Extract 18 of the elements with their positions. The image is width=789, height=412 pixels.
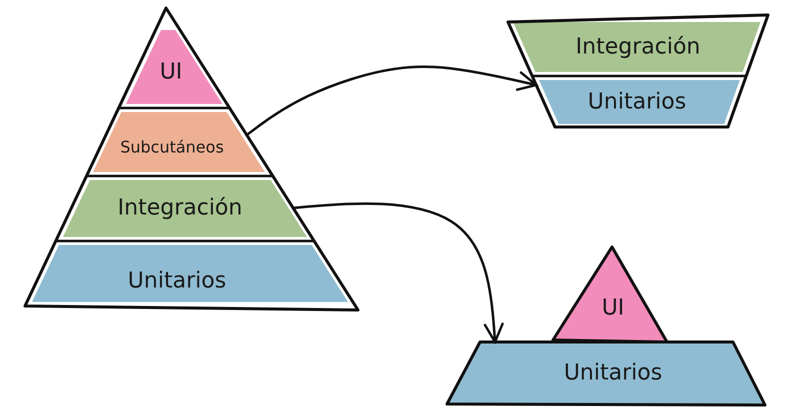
layer-label: Subcutáneos	[120, 138, 224, 156]
layer-label: UI	[160, 60, 182, 84]
layer-label: UI	[602, 296, 624, 320]
trapezoid-shape	[447, 342, 765, 405]
layer-label: Unitarios	[588, 90, 686, 114]
pyramid-layer	[32, 245, 348, 302]
trapezoid-layer	[538, 80, 740, 124]
layer-label: Unitarios	[564, 360, 662, 386]
trapezoid-outline	[508, 15, 768, 127]
pyramid-layer	[93, 112, 266, 172]
layer-label: Integración	[576, 34, 700, 60]
triangle-shape	[553, 247, 667, 342]
trapezoid-layer	[513, 22, 760, 72]
layer-label: Integración	[118, 196, 242, 220]
layer-label: Unitarios	[128, 268, 226, 294]
pyramid-layer	[126, 30, 222, 104]
pyramid-layer	[62, 180, 307, 237]
pyramid-outline	[25, 8, 358, 310]
